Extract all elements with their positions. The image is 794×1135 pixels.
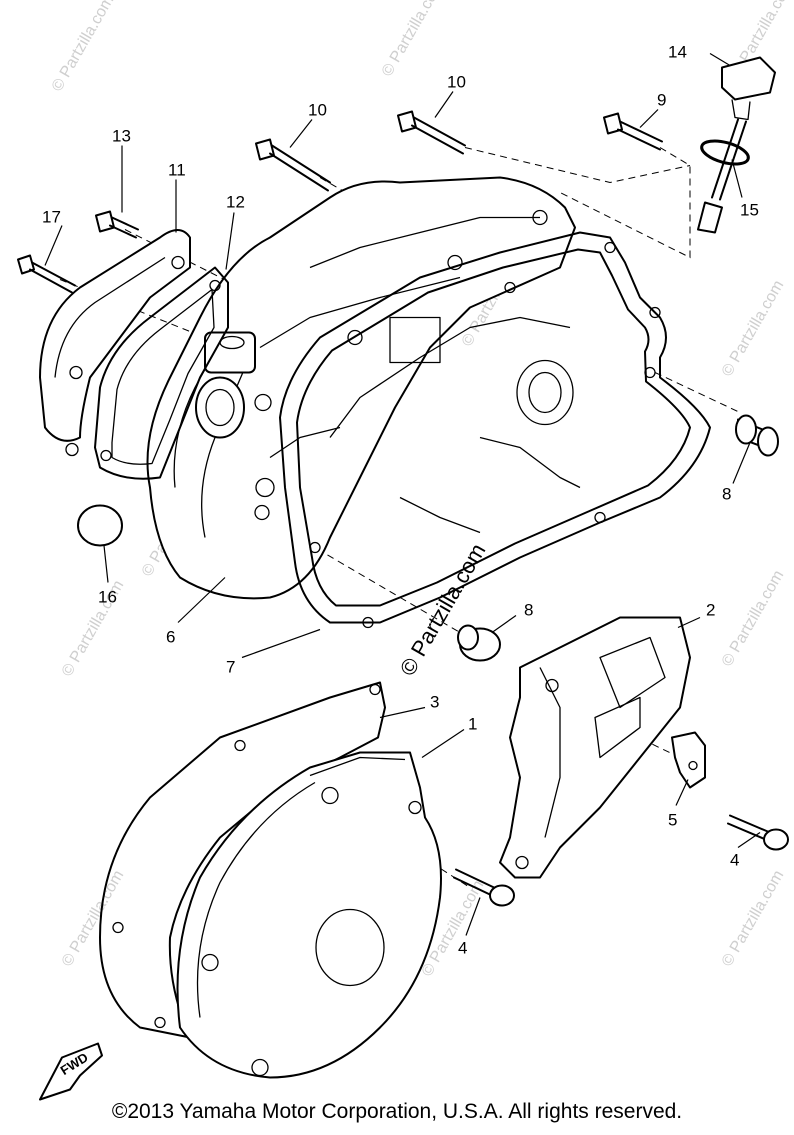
callout-4-right: 4 [730, 851, 739, 870]
dowel-pin-part-8-lower [457, 624, 501, 662]
bolt-part-9 [603, 112, 663, 151]
forward-arrow-icon: FWD [39, 1042, 103, 1101]
watermark: © Partzilla.com [719, 278, 788, 380]
callout-10-right: 10 [447, 73, 466, 92]
o-ring-part-15 [700, 139, 750, 166]
callout-17: 17 [42, 208, 61, 227]
callout-leaders [44, 52, 761, 936]
callout-9: 9 [657, 91, 666, 110]
watermark: © Partzilla.com [719, 568, 788, 670]
watermark: © Partzilla.com [49, 0, 118, 94]
gasket-part-3 [99, 681, 386, 1039]
callout-3: 3 [430, 693, 439, 712]
callout-10-left: 10 [308, 101, 327, 120]
bolt-part-10-left [255, 138, 331, 192]
callout-1: 1 [468, 715, 477, 734]
callout-8-upper: 8 [722, 485, 731, 504]
plug-part-16 [77, 504, 123, 547]
watermark: © Partzilla.com [59, 868, 128, 970]
oil-dipstick-part-14 [697, 56, 776, 234]
bolt-part-17 [17, 254, 76, 294]
callout-8-lower: 8 [524, 601, 533, 620]
callout-7: 7 [226, 658, 235, 677]
dowel-pin-part-8-upper [735, 414, 779, 457]
callout-numbers: 17 13 11 12 10 10 9 14 15 8 16 6 7 8 2 3… [42, 43, 759, 958]
gasket-part-7 [279, 231, 711, 629]
callout-5: 5 [668, 811, 677, 830]
generator-cover-part-1 [176, 751, 442, 1079]
watermark: © Partzilla.com [59, 578, 128, 680]
callout-16: 16 [98, 588, 117, 607]
gasket-part-12 [94, 266, 229, 480]
callout-4-lower: 4 [458, 939, 467, 958]
callout-2: 2 [706, 601, 715, 620]
sprocket-cover-part-2 [499, 616, 691, 879]
crankcase-inner-detail [329, 316, 581, 534]
bolt-part-4-right [727, 814, 789, 851]
bolt-part-13 [95, 210, 139, 239]
watermark: © Partzilla.com [719, 868, 788, 970]
bolt-part-10-right [397, 110, 466, 155]
bolt-part-4-lower [453, 868, 515, 907]
crankcase-cover-part-6 [146, 176, 576, 600]
callout-13: 13 [112, 127, 131, 146]
cover-part-11 [39, 229, 191, 457]
bracket-part-5 [671, 731, 706, 789]
callout-12: 12 [226, 193, 245, 212]
callout-14: 14 [668, 43, 687, 62]
callout-15: 15 [740, 201, 759, 220]
watermark: © Partzilla.com [379, 0, 448, 80]
callout-6: 6 [166, 628, 175, 647]
copyright-notice: ©2013 Yamaha Motor Corporation, U.S.A. A… [111, 1100, 683, 1123]
callout-11: 11 [168, 161, 186, 180]
